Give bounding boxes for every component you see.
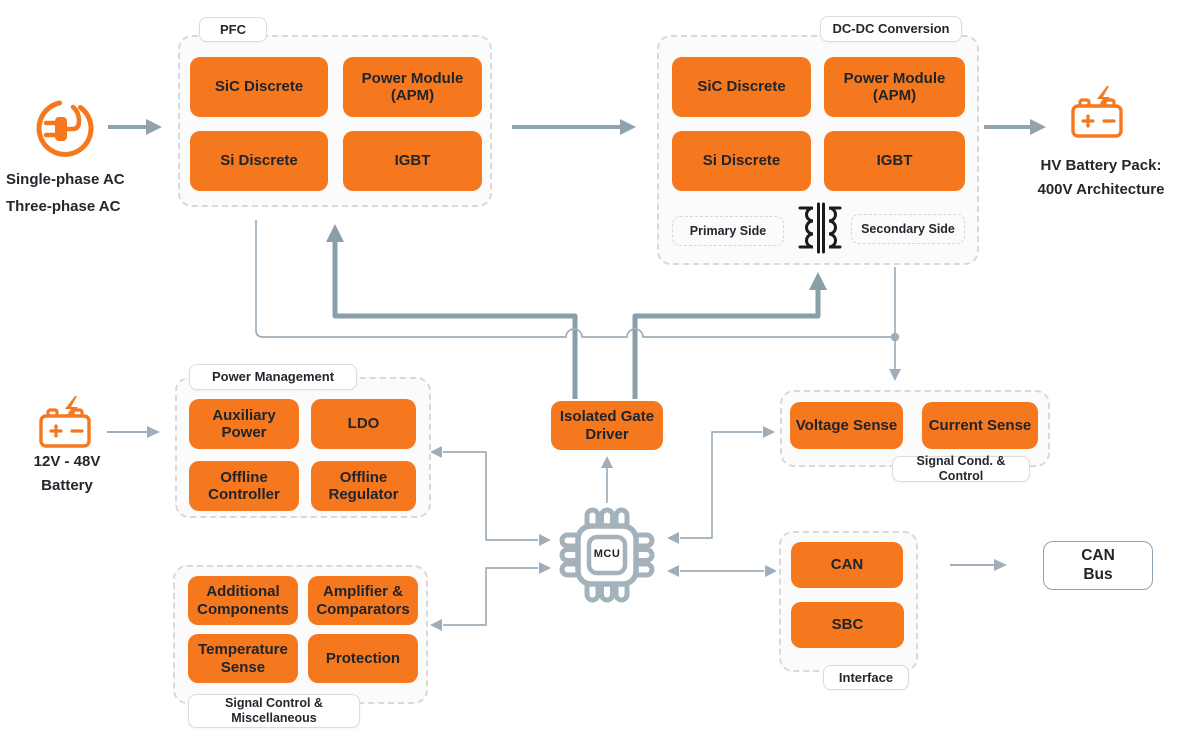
arrowhead-left-icon <box>667 532 679 544</box>
signal-control-group-label: Signal Control & Miscellaneous <box>188 694 360 728</box>
wire-pfc-to-sense <box>255 220 895 338</box>
junction-dot <box>890 332 900 342</box>
hv-battery-label: HV Battery Pack: 400V Architecture <box>1018 154 1184 202</box>
arrowhead-right-icon <box>146 119 162 135</box>
pfc-block-igbt: IGBT <box>343 131 482 191</box>
arrowhead-left-icon <box>430 619 442 631</box>
lv-battery-label-line1: 12V - 48V <box>33 453 101 470</box>
interface-group-label: Interface <box>823 665 909 690</box>
flow-arrowheads <box>146 119 1046 135</box>
sense-wires <box>255 220 896 626</box>
lv-battery-label: 12V - 48V Battery <box>7 450 127 498</box>
ac-input-label-line1: Single-phase AC <box>6 171 125 188</box>
pm-block-auxiliary-power: Auxiliary Power <box>189 399 299 449</box>
arrowhead-left-icon <box>667 565 679 577</box>
thin-arrowheads <box>147 332 1007 631</box>
power-management-group-label: Power Management <box>189 364 357 390</box>
can-bus-node: CAN Bus <box>1043 541 1153 590</box>
gate-driver-arrowheads <box>326 224 827 290</box>
wire-mcu-to-signal-control <box>443 567 538 626</box>
wire-mcu-to-power-management <box>443 451 538 541</box>
arrowhead-right-icon <box>147 426 160 438</box>
small-flow-wires <box>107 431 994 566</box>
pm-block-offline-controller: Offline Controller <box>189 461 299 511</box>
arrowhead-right-icon <box>539 534 551 546</box>
dcdc-block-sic-discrete: SiC Discrete <box>672 57 811 117</box>
mcu-node: MCU <box>593 548 621 560</box>
arrowhead-right-icon <box>539 562 551 574</box>
dcdc-block-power-module: Power Module (APM) <box>824 57 965 117</box>
arrowhead-right-icon <box>1030 119 1046 135</box>
interface-block-sbc: SBC <box>791 602 904 648</box>
scm-block-amplifier-comparators: Amplifier & Comparators <box>308 576 418 625</box>
arrowhead-right-icon <box>765 565 777 577</box>
battery-charging-icon <box>1071 86 1123 138</box>
wire-driver-to-dcdc <box>632 289 821 399</box>
transformer-icon <box>798 202 842 254</box>
ac-input-label: Single-phase AC Three-phase AC <box>6 166 176 220</box>
pm-block-ldo: LDO <box>311 399 416 449</box>
arrowhead-up-icon <box>601 456 613 468</box>
scc-block-voltage-sense: Voltage Sense <box>790 402 903 449</box>
arrowhead-right-icon <box>763 426 775 438</box>
plug-icon <box>36 100 94 157</box>
pfc-block-sic-discrete: SiC Discrete <box>190 57 328 117</box>
pm-block-offline-regulator: Offline Regulator <box>311 461 416 511</box>
dcdc-group-label: DC-DC Conversion <box>820 16 962 42</box>
pfc-group-label: PFC <box>199 17 267 42</box>
scm-block-protection: Protection <box>308 634 418 683</box>
secondary-side-label: Secondary Side <box>851 214 965 244</box>
pfc-block-si-discrete: Si Discrete <box>190 131 328 191</box>
wire-driver-to-pfc <box>332 241 578 399</box>
hv-battery-label-line1: HV Battery Pack: <box>1040 157 1162 174</box>
arrowhead-left-icon <box>430 446 442 458</box>
scm-block-temperature-sense: Temperature Sense <box>188 634 298 683</box>
signal-cond-group-label: Signal Cond. & Control <box>892 454 1030 483</box>
arrowhead-right-icon <box>620 119 636 135</box>
arrowhead-up-icon <box>326 224 344 242</box>
scc-block-current-sense: Current Sense <box>922 402 1038 449</box>
arrowhead-right-icon <box>994 559 1007 571</box>
dcdc-block-igbt: IGBT <box>824 131 965 191</box>
gate-driver-wires <box>332 241 821 399</box>
chip-icon <box>559 507 655 603</box>
arrowhead-up-icon <box>809 272 827 290</box>
isolated-gate-driver-block: Isolated Gate Driver <box>551 401 663 450</box>
arrowhead-down-icon <box>889 369 901 381</box>
battery-charging-icon <box>39 396 91 448</box>
ac-input-label-line2: Three-phase AC <box>6 198 121 215</box>
dcdc-block-si-discrete: Si Discrete <box>672 131 811 191</box>
pfc-block-power-module: Power Module (APM) <box>343 57 482 117</box>
scm-block-additional-components: Additional Components <box>188 576 298 625</box>
interface-block-can: CAN <box>791 542 903 588</box>
lv-battery-label-line2: Battery <box>41 477 93 494</box>
wire-mcu-to-signal-cond <box>680 431 762 539</box>
primary-side-label: Primary Side <box>672 216 784 246</box>
hv-battery-label-line2: 400V Architecture <box>1037 181 1165 198</box>
